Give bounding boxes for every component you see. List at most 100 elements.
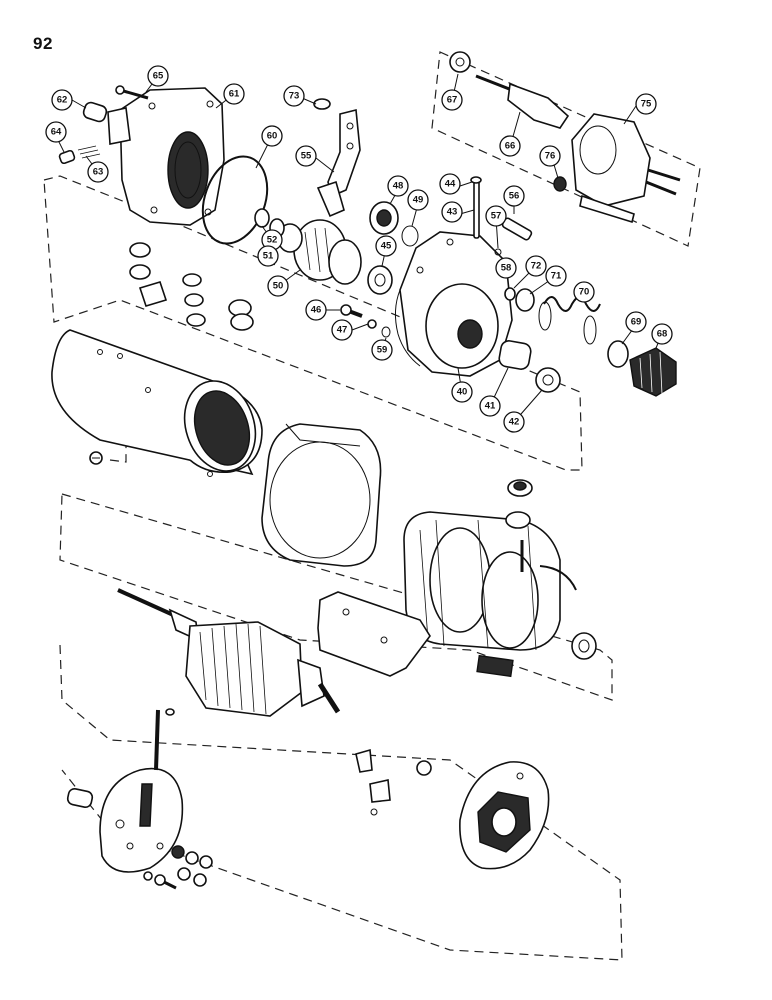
callout-66: 66 <box>499 135 521 157</box>
svg-text:47: 47 <box>337 325 348 336</box>
svg-text:52: 52 <box>267 235 278 246</box>
callout-60: 60 <box>261 125 283 147</box>
callout-55: 55 <box>295 145 317 167</box>
spring-70 <box>538 296 601 345</box>
pin-44-43 <box>470 176 482 239</box>
shift-lever <box>316 108 361 218</box>
callout-48: 48 <box>387 175 409 197</box>
svg-text:51: 51 <box>263 251 274 262</box>
pin-73 <box>313 98 331 110</box>
field-frame <box>51 329 263 477</box>
svg-text:44: 44 <box>445 179 456 190</box>
svg-text:40: 40 <box>457 387 468 398</box>
svg-text:65: 65 <box>153 71 164 82</box>
callout-69: 69 <box>625 311 647 333</box>
field-coils <box>403 511 577 651</box>
o-ring-49 <box>401 225 419 247</box>
drive-pinion <box>277 219 362 285</box>
svg-text:49: 49 <box>413 195 424 206</box>
svg-text:76: 76 <box>545 151 556 162</box>
callout-71: 71 <box>545 265 567 287</box>
plunger-56 <box>501 217 533 241</box>
svg-text:66: 66 <box>505 141 516 152</box>
callout-49: 49 <box>407 189 429 211</box>
brush-clips <box>355 748 432 816</box>
field-frame-link <box>109 369 161 463</box>
callout-56: 56 <box>503 185 525 207</box>
callout-58: 58 <box>495 257 517 279</box>
washer-59 <box>381 326 391 338</box>
callout-51: 51 <box>257 245 279 267</box>
callout-76: 76 <box>539 145 561 167</box>
callout-44: 44 <box>439 173 461 195</box>
svg-text:72: 72 <box>531 261 542 272</box>
svg-text:60: 60 <box>267 131 278 142</box>
callout-50: 50 <box>267 275 289 297</box>
nut-76 <box>553 176 567 192</box>
callout-64: 64 <box>45 121 67 143</box>
callout-75: 75 <box>635 93 657 115</box>
callout-43: 43 <box>441 201 463 223</box>
svg-text:67: 67 <box>447 95 458 106</box>
washer-71 <box>515 288 535 312</box>
boot-68 <box>629 347 677 397</box>
plug-64-63 <box>58 145 101 165</box>
callout-65: 65 <box>147 65 169 87</box>
callout-45: 45 <box>375 235 397 257</box>
washer-52 <box>254 208 270 228</box>
callout-42: 42 <box>503 411 525 433</box>
plunger-66 <box>475 74 570 129</box>
nose-housing <box>394 231 513 377</box>
callout-47: 47 <box>331 319 353 341</box>
callout-40: 40 <box>451 381 473 403</box>
svg-text:45: 45 <box>381 241 392 252</box>
armature-group-outline <box>59 644 623 961</box>
solenoid-group-outline <box>431 51 701 247</box>
screw-65 <box>115 85 149 100</box>
svg-text:71: 71 <box>551 271 562 282</box>
terminal-hardware <box>129 242 254 331</box>
svg-text:59: 59 <box>377 345 388 356</box>
drive-housing <box>107 87 225 226</box>
svg-text:70: 70 <box>579 287 590 298</box>
svg-text:58: 58 <box>501 263 512 274</box>
end-plate <box>99 767 184 873</box>
end-hardware <box>143 845 213 890</box>
svg-text:73: 73 <box>289 91 300 102</box>
bushing-62 <box>82 101 108 123</box>
svg-text:41: 41 <box>485 401 496 412</box>
armature <box>117 588 341 717</box>
callout-68: 68 <box>651 323 673 345</box>
terminal-nut-stack <box>505 479 533 529</box>
commutator-end-frame <box>459 761 550 870</box>
callout-57: 57 <box>485 205 507 227</box>
through-bolt <box>154 708 175 771</box>
svg-text:48: 48 <box>393 181 404 192</box>
svg-text:69: 69 <box>631 317 642 328</box>
washer-67 <box>449 51 471 73</box>
pole-shoe <box>317 591 431 677</box>
bushing-end <box>66 787 94 809</box>
callout-73: 73 <box>283 85 305 107</box>
svg-text:46: 46 <box>311 305 322 316</box>
callout-72: 72 <box>525 255 547 277</box>
bearing-48 <box>369 201 399 235</box>
svg-text:64: 64 <box>51 127 62 138</box>
washer-45 <box>367 265 393 295</box>
svg-text:62: 62 <box>57 95 68 106</box>
drive-group-outline <box>43 175 583 471</box>
svg-text:68: 68 <box>657 329 668 340</box>
seal-69 <box>607 340 629 368</box>
callout-70: 70 <box>573 281 595 303</box>
svg-text:43: 43 <box>447 207 458 218</box>
svg-text:55: 55 <box>301 151 312 162</box>
callout-63: 63 <box>87 161 109 183</box>
callout-46: 46 <box>305 299 327 321</box>
callout-41: 41 <box>479 395 501 417</box>
solenoid-75 <box>571 113 681 224</box>
svg-text:63: 63 <box>93 167 104 178</box>
insulator-band <box>261 423 382 567</box>
callout-59: 59 <box>371 339 393 361</box>
group-outlines <box>43 51 701 961</box>
